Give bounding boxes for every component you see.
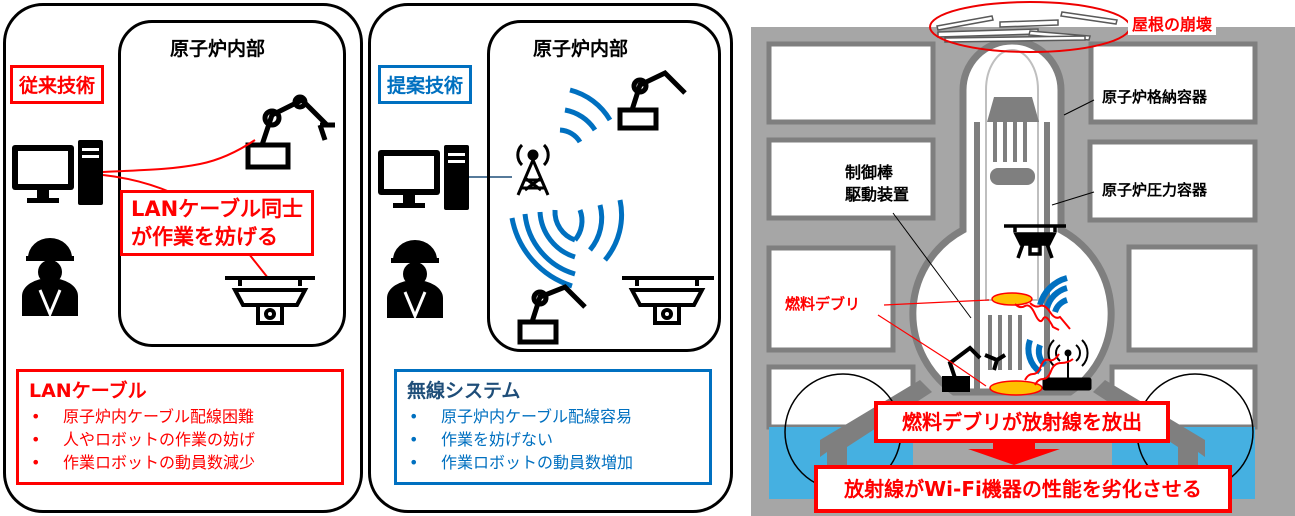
list-item: 原子炉内ケーブル配線困難 — [29, 405, 331, 428]
radiation-emission-statement: 燃料デブリが放射線を放出 — [874, 401, 1170, 443]
list-title: 無線システム — [407, 380, 521, 402]
roof-collapse-label: 屋根の崩壊 — [1128, 11, 1217, 35]
conventional-tag: 従来技術 — [10, 65, 105, 104]
down-arrow — [968, 443, 1060, 465]
proposed-benefits-list: 無線システム 原子炉内ケーブル配線容易 作業を妨げない 作業ロボットの動員数増加 — [394, 369, 712, 485]
robot-arm-icon — [245, 94, 335, 170]
conventional-issues-list: LANケーブル 原子炉内ケーブル配線困難 人やロボットの作業の妨げ 作業ロボット… — [16, 369, 344, 485]
wifi-degradation-statement: 放射線がWi-Fi機器の性能を劣化させる — [814, 465, 1232, 513]
cable-interference-callout: LANケーブル同士 が作業を妨げる — [120, 190, 314, 256]
list-title: LANケーブル — [29, 380, 147, 402]
robot-arm-icon — [942, 345, 1007, 392]
list-item: 作業を妨げない — [407, 428, 699, 451]
wifi-icon — [1025, 275, 1069, 375]
fuel-debris — [991, 292, 1033, 306]
fuel-debris-label: 燃料デブリ — [785, 295, 861, 313]
computer-icon — [378, 145, 469, 210]
rooms — [766, 41, 1258, 430]
fuel-debris — [989, 380, 1043, 396]
computer-icon — [12, 140, 103, 205]
list-item: 人やロボットの作業の妨げ — [29, 428, 331, 451]
conventional-area-title: 原子炉内部 — [170, 38, 266, 60]
drone-icon — [1004, 224, 1066, 259]
proposed-tag: 提案技術 — [378, 65, 473, 104]
worker-icon — [387, 240, 443, 320]
callout-line-1: LANケーブル同士 — [131, 197, 303, 221]
lan-cable — [102, 139, 256, 173]
proposed-area-title: 原子炉内部 — [533, 38, 629, 60]
crd-label-line-1: 制御棒 — [845, 163, 894, 182]
drone-icon — [622, 276, 714, 325]
callout-line-2: が作業を妨げる — [131, 225, 278, 249]
proposed-panel — [368, 3, 733, 513]
proposed-reactor-interior — [487, 20, 721, 352]
debris-leaders — [877, 299, 990, 387]
crd-label: 制御棒 駆動装置 — [845, 162, 909, 206]
containment-vessel-label: 原子炉格納容器 — [1102, 88, 1208, 106]
list-item: 原子炉内ケーブル配線容易 — [407, 405, 699, 428]
vessel-internals — [974, 97, 1050, 392]
leader-lines — [892, 99, 1095, 319]
list-item: 作業ロボットの動員数増加 — [407, 451, 699, 474]
radiation-waves — [1014, 302, 1074, 386]
wifi-router-icon — [1042, 339, 1092, 391]
conventional-reactor-interior — [118, 20, 346, 347]
antenna-tower-icon — [516, 143, 550, 196]
panel-icons — [12, 69, 714, 345]
wireless-waves-icon — [509, 87, 625, 289]
worker-icon — [22, 238, 78, 318]
crd-label-line-2: 駆動装置 — [845, 185, 910, 204]
roof-debris — [936, 11, 1118, 43]
pressure-vessel-label: 原子炉圧力容器 — [1102, 181, 1208, 199]
list-item: 作業ロボットの動員数減少 — [29, 451, 331, 474]
robot-arm-icon — [617, 69, 687, 131]
conventional-panel — [3, 3, 363, 513]
drone-icon — [225, 276, 315, 325]
